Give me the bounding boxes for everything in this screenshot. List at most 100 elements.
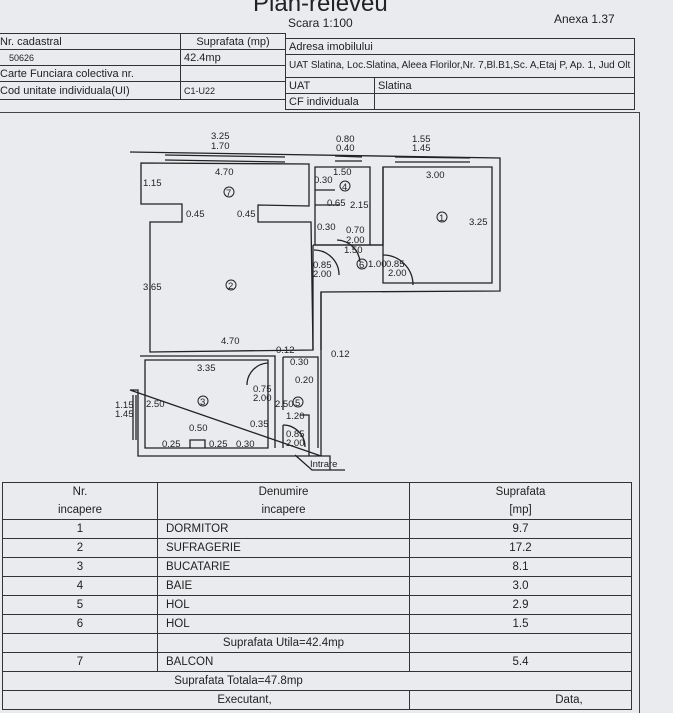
dim-label: 0.30 [317, 222, 336, 233]
dim-label: 2.50 [275, 399, 294, 410]
cf-individuala-label: CF individuala [285, 93, 375, 110]
room-name: SUFRAGERIE [157, 538, 410, 558]
dim-label: 3.00 [426, 170, 445, 181]
dim-label: 1.50 [333, 167, 352, 178]
room-nr: 2 [2, 538, 158, 558]
room-number-2: 2 [228, 281, 233, 292]
dim-label: 0.50 [189, 423, 208, 434]
room-area: 17.2 [409, 538, 632, 558]
address-value: UAT Slatina, Loc.Slatina, Aleea Florilor… [285, 54, 635, 78]
dim-label: 0.20 [295, 375, 314, 386]
room-area: 3.0 [409, 576, 632, 596]
dim-label: 2.50 [146, 399, 165, 410]
room-name: DORMITOR [157, 519, 410, 539]
room-number-4: 4 [342, 182, 347, 193]
dim-label: 3.25 [211, 131, 230, 142]
dim-label: 2.00 [346, 235, 365, 246]
room-number-1: 1 [439, 213, 444, 224]
empty-cell [2, 633, 158, 653]
ui-value: C1-U22 [180, 81, 286, 100]
header-nr-line1: Nr. [72, 486, 88, 498]
date-label: Data, [409, 690, 632, 710]
useful-area: Suprafata Utila=42.4mp [157, 633, 410, 653]
dim-label: 0.30 [290, 357, 309, 368]
dim-label: 0.45 [237, 209, 256, 220]
dim-label: 0.85 [386, 259, 405, 270]
header-area-line1: Suprafata [495, 486, 546, 498]
cf-colectiva-label: Carte Funciara colectiva nr. [0, 65, 182, 82]
hall-wall [312, 244, 383, 350]
dim-label: 0.45 [186, 209, 205, 220]
dim-label: 2.00 [313, 269, 332, 280]
dim-label: 1.50 [344, 245, 363, 256]
dim-label: 0.70 [346, 225, 365, 236]
dim-label: 3.65 [143, 282, 162, 293]
dim-label: 0.80 [336, 134, 355, 145]
header-nr-line2: incapere [57, 504, 103, 516]
ui-label: Cod unitate individuala(UI) [0, 81, 182, 100]
header-name-line2: incapere [261, 504, 306, 516]
hall5-wall [282, 356, 319, 456]
document-frame [0, 112, 640, 713]
room-number-3: 3 [200, 397, 205, 408]
header-area-line2: [mp] [509, 504, 532, 516]
dim-label: 2.15 [350, 200, 369, 211]
dim-label: 0.65 [327, 198, 346, 209]
room-name: BALCON [157, 652, 410, 672]
dim-label: 1.55 [412, 134, 431, 145]
room-number-7: 7 [226, 188, 231, 199]
room-nr: 7 [2, 652, 158, 672]
signature-row: Executant,Data, [2, 690, 632, 710]
address-table: Adresa imobilului UAT Slatina, Loc.Slati… [285, 38, 635, 110]
dim-label: 4.70 [221, 336, 240, 347]
header-name-line1: Denumire [258, 486, 309, 498]
door-arcs [246, 239, 414, 448]
room-markers: 1 2 3 4 5 6 7 [197, 180, 448, 409]
room-name: HOL [157, 614, 410, 634]
dim-label: 0.12 [276, 345, 295, 356]
empty-cell [409, 633, 632, 653]
room-area: 1.5 [409, 614, 632, 634]
room-number-5: 5 [295, 398, 300, 409]
dim-label: 1.15 [143, 178, 162, 189]
rooms-table: Nr. incapere Denumire incapere Suprafata [m… [2, 482, 632, 710]
entrance-pointer [294, 454, 345, 471]
room-area: 9.7 [409, 519, 632, 539]
room-name: BUCATARIE [157, 557, 410, 577]
entrance-label: Intrare [310, 459, 337, 470]
dim-label: 1.45 [115, 409, 134, 420]
page-title: Plan-releveu [253, 0, 388, 17]
executant-label: Executant, [2, 690, 410, 710]
dim-label: 0.75 [253, 384, 272, 395]
room-area: 2.9 [409, 595, 632, 615]
room-nr: 1 [2, 519, 158, 539]
room-area: 5.4 [409, 652, 632, 672]
dim-label: 0.85 [313, 260, 332, 271]
room-nr: 4 [2, 576, 158, 596]
dim-label: 2.00 [253, 393, 272, 404]
header-name: Denumire incapere [157, 482, 410, 520]
dim-label: 0.30 [236, 439, 255, 450]
dim-label: 2.00 [388, 268, 407, 279]
room-name: HOL [157, 595, 410, 615]
dim-label: 3.35 [197, 363, 216, 374]
dim-label: 2.00 [286, 438, 305, 449]
total-area: Suprafata Totala=47.8mp [2, 671, 632, 691]
dim-label: 4.70 [215, 167, 234, 178]
dim-label: 1.70 [211, 141, 230, 152]
dim-label: 1.45 [412, 143, 431, 154]
room-nr: 5 [2, 595, 158, 615]
windows [132, 154, 471, 440]
useful-area-row: Suprafata Utila=42.4mp [2, 633, 632, 653]
dim-label: 0.25 [162, 439, 181, 450]
dim-label: 0.35 [250, 419, 269, 430]
